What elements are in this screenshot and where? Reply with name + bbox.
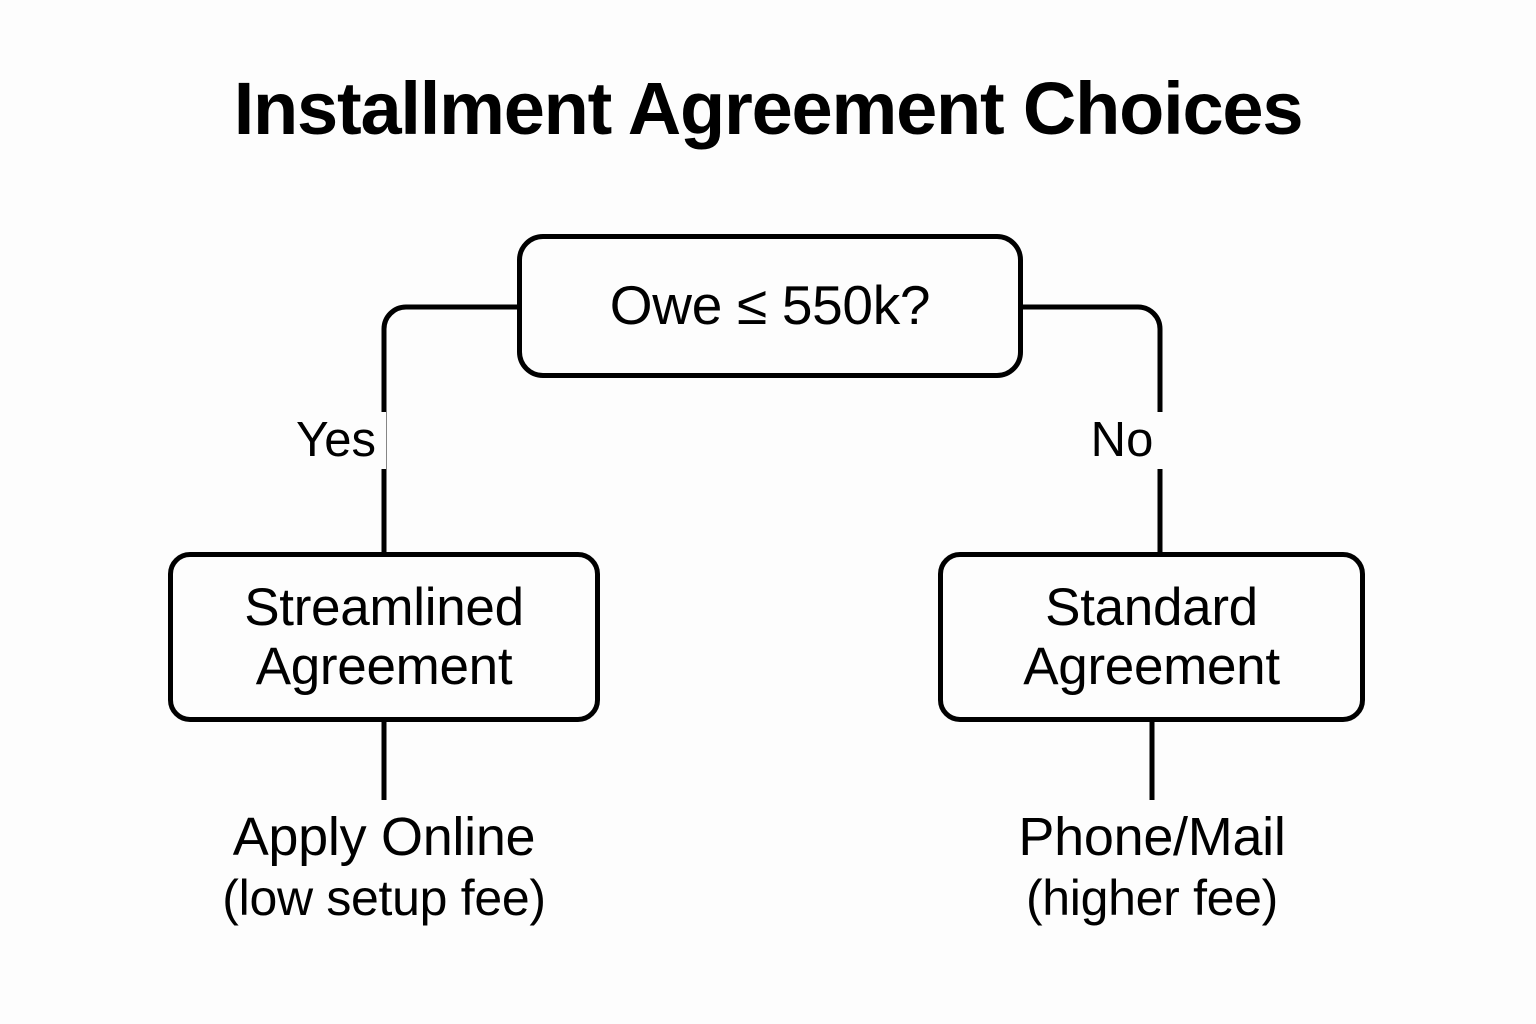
streamlined-node-label: Streamlined Agreement [234,578,534,697]
outcome-apply-online: Apply Online (low setup fee) [222,806,546,927]
decision-node-label: Owe ≤ 550k? [609,274,931,337]
outcome-phone-mail: Phone/Mail (higher fee) [1018,806,1285,927]
streamlined-node-label-line1: Streamlined [244,577,524,637]
standard-node-label: Standard Agreement [1013,578,1290,697]
decision-node-owe-threshold[interactable]: Owe ≤ 550k? [517,234,1023,378]
branch-label-no: No [1080,412,1164,469]
process-node-standard-agreement[interactable]: Standard Agreement [938,552,1365,722]
streamlined-node-label-line2: Agreement [255,637,513,696]
outcome-right-secondary: (higher fee) [1025,869,1279,926]
page-title: Installment Agreement Choices [233,67,1304,150]
branch-label-yes: Yes [286,412,386,469]
standard-node-label-line2: Agreement [1023,637,1280,696]
edge-decision-to-streamlined [381,304,517,552]
outcome-left-primary: Apply Online [232,807,536,867]
outcome-left-secondary: (low setup fee) [222,869,546,926]
outcome-right-primary: Phone/Mail [1018,807,1286,867]
standard-node-label-line1: Standard [1045,577,1258,637]
process-node-streamlined-agreement[interactable]: Streamlined Agreement [168,552,600,722]
edge-decision-to-standard [1023,304,1163,552]
